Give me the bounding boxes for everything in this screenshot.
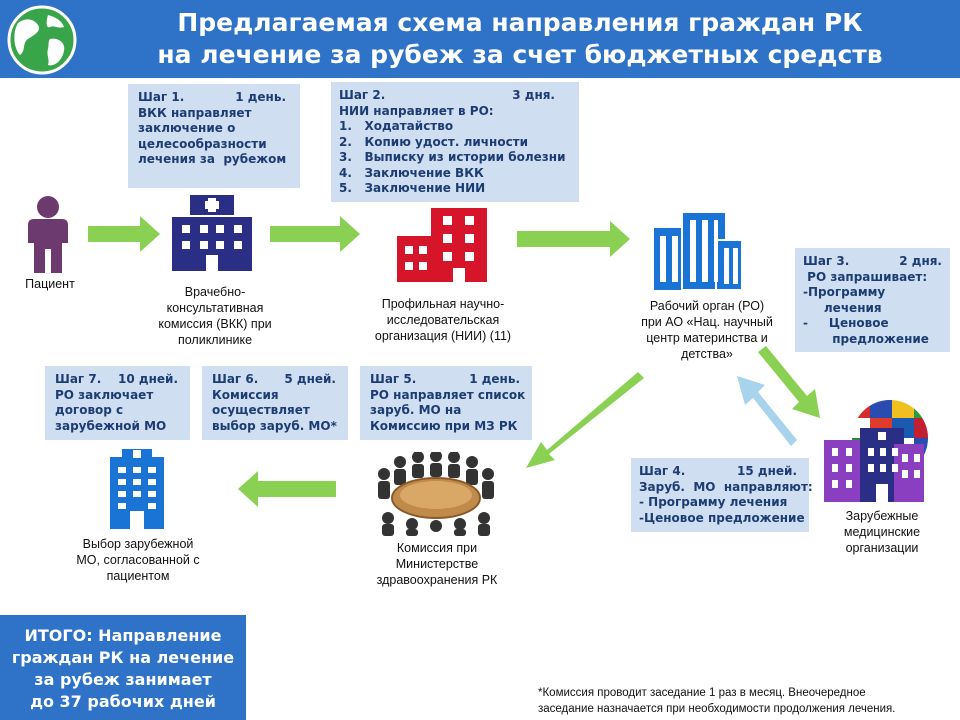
selected-clinic-building-icon	[110, 449, 164, 529]
arrow-nii-to-ro	[517, 221, 630, 257]
step-7-box: Шаг 7.10 дней. РО заключает договор с за…	[45, 366, 190, 440]
arrow-ro-to-commission	[526, 372, 644, 468]
patient-person-icon	[28, 196, 68, 273]
working-body-building-icon	[654, 211, 743, 291]
arrow-vkk-to-nii	[270, 216, 360, 252]
footnote: *Комиссия проводит заседание 1 раз в мес…	[538, 687, 896, 715]
commission-meeting-icon	[378, 452, 494, 536]
arrow-foreign-to-ro	[737, 376, 797, 446]
patient-label: Пациент	[25, 277, 75, 291]
research-institute-building-icon	[397, 208, 487, 282]
arrow-commission-to-choice	[238, 471, 336, 507]
polyclinic-building-icon	[172, 195, 252, 271]
arrow-patient-to-vkk	[88, 216, 160, 252]
globe-icon	[7, 5, 77, 75]
page-title-line-2: на лечение за рубеж за счет бюджетных ср…	[157, 40, 883, 69]
step-4-box: Шаг 4.15 дней. Заруб. МО направляют: - П…	[631, 458, 813, 532]
foreign-organizations-icon	[824, 400, 928, 502]
arrow-ro-to-foreign	[758, 346, 820, 418]
summary-box: ИТОГО: Направление граждан РК на лечение…	[0, 615, 246, 720]
page-title-line-1: Предлагаемая схема направления граждан Р…	[177, 8, 863, 37]
step-3-box: Шаг 3.2 дня. РО запрашивает: -Программу …	[795, 248, 950, 352]
step-6-box: Шаг 6.5 дней. Комиссия осуществляет выбо…	[202, 366, 348, 440]
title-banner: Предлагаемая схема направления граждан Р…	[0, 0, 960, 78]
step-1-box: Шаг 1.1 день. ВКК направляет заключение …	[128, 84, 300, 188]
step-5-box: Шаг 5.1 день. РО направляет список заруб…	[360, 366, 532, 440]
step-2-box: Шаг 2.3 дня. НИИ направляет в РО: 1. Ход…	[331, 82, 579, 202]
